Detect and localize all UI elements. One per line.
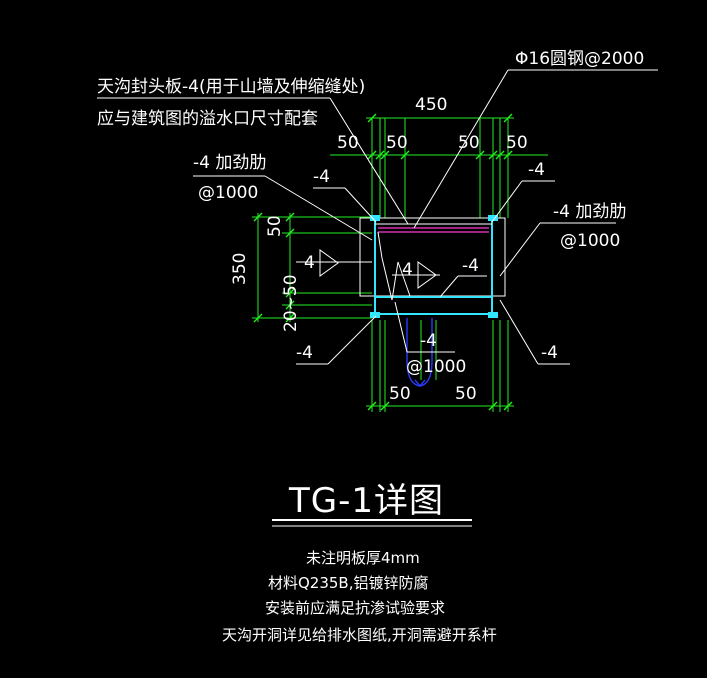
plate-left-top-label: -4	[313, 167, 330, 187]
dim-left-total: 350	[230, 253, 250, 285]
dim-bottom-50-a: 50	[389, 384, 411, 404]
plate-bottom-mid-label: -4	[420, 331, 437, 351]
drawing-title: TG-1详图	[288, 481, 444, 521]
dim-top-50-c: 50	[458, 133, 480, 153]
dim-bottom-50-b: 50	[455, 384, 477, 404]
end-plate-label: 天沟封头板-4(用于山墙及伸缩缝处)	[97, 77, 365, 97]
plate-bottom-mid-spacing: @1000	[406, 357, 466, 377]
end-plate-note: 应与建筑图的溢水口尺寸配套	[97, 109, 318, 129]
stiffener-left-spacing: @1000	[198, 183, 258, 203]
weld-inner-size: 4	[402, 260, 413, 280]
dim-left-20-50: 20~50	[281, 274, 301, 332]
dim-top-50-b: 50	[386, 133, 408, 153]
gutter-section	[359, 215, 506, 318]
round-bar-label: Φ16圆钢@2000	[515, 49, 644, 69]
plate-bottom-left-label: -4	[296, 343, 313, 363]
dim-top-50-a: 50	[337, 133, 359, 153]
callout-texts: 天沟封头板-4(用于山墙及伸缩缝处) 应与建筑图的溢水口尺寸配套 Φ16圆钢@2…	[97, 49, 644, 377]
plate-right-top-label: -4	[528, 160, 545, 180]
stiffener-right-spacing: @1000	[560, 231, 620, 251]
stiffener-right-label: -4 加劲肋	[553, 202, 626, 222]
note-2: 材料Q235B,铝镀锌防腐	[268, 574, 429, 592]
drain-pipe	[406, 318, 433, 388]
dim-top-50-d: 50	[506, 133, 528, 153]
plate-inner-label: -4	[462, 256, 479, 276]
notes-block: 未注明板厚4mm 材料Q235B,铝镀锌防腐 安装前应满足抗渗试验要求 天沟开洞…	[222, 549, 497, 644]
dim-left-50: 50	[265, 215, 285, 237]
leader-lines	[97, 69, 658, 365]
note-3: 安装前应满足抗渗试验要求	[265, 599, 445, 617]
title-block: TG-1详图	[272, 481, 472, 527]
dimension-lines	[252, 113, 548, 412]
dim-top-total: 450	[415, 95, 447, 115]
note-1: 未注明板厚4mm	[306, 549, 420, 567]
plate-bottom-right-label: -4	[541, 343, 558, 363]
weld-left-size: 4	[304, 253, 315, 273]
note-4: 天沟开洞详见给排水图纸,开洞需避开系杆	[222, 626, 497, 644]
weld-symbols	[319, 249, 437, 289]
dimension-texts: 450 50 50 50 50 350 50 20~50 50 50	[230, 95, 528, 404]
stiffener-left-label: -4 加劲肋	[193, 153, 266, 173]
